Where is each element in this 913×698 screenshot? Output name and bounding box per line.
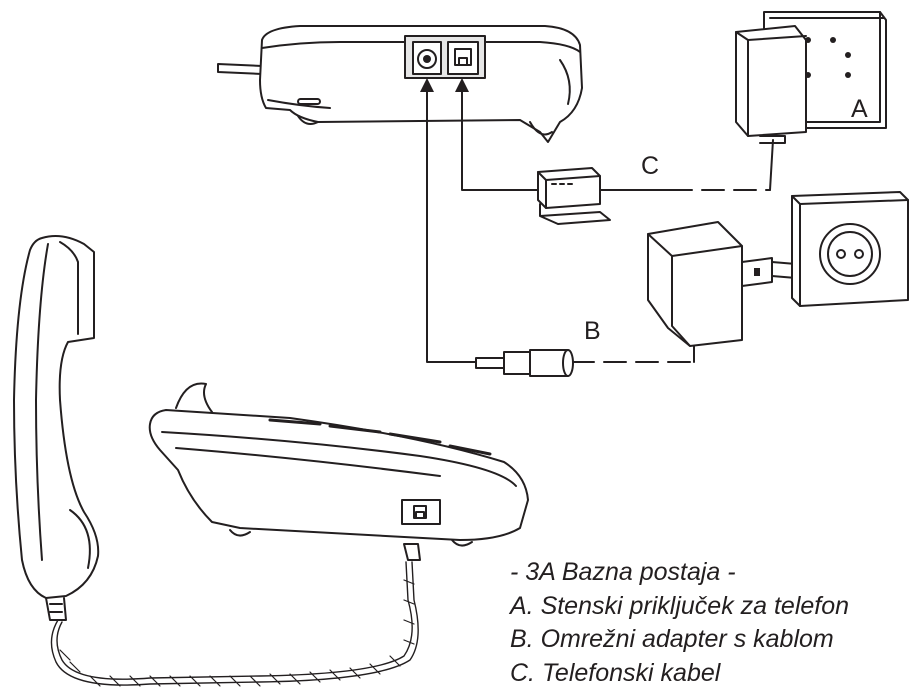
handset <box>13 235 100 621</box>
legend-item-a: A. Stenski priključek za telefon <box>510 591 850 620</box>
power-adapter <box>647 221 797 347</box>
cable-routing <box>420 78 774 363</box>
legend-item-c: C. Telefonski kabel <box>510 658 721 687</box>
telephone-plug <box>537 167 611 225</box>
legend-item-b: B. Omrežni adapter s kablom <box>510 625 834 653</box>
power-wall-socket <box>791 191 909 307</box>
callout-label-b: B <box>584 317 601 345</box>
callout-label-a: A <box>851 95 868 123</box>
legend-title: - 3A Bazna postaja - <box>510 558 736 586</box>
base-station-rear-view <box>217 25 583 143</box>
dc-barrel-plug <box>475 349 574 377</box>
legend: - 3A Bazna postaja - A. Stenski priključ… <box>510 556 910 690</box>
wall-phone-socket <box>735 11 887 144</box>
callout-label-c: C <box>641 152 660 180</box>
coiled-cord <box>50 561 419 687</box>
base-station-side-view <box>148 382 529 561</box>
